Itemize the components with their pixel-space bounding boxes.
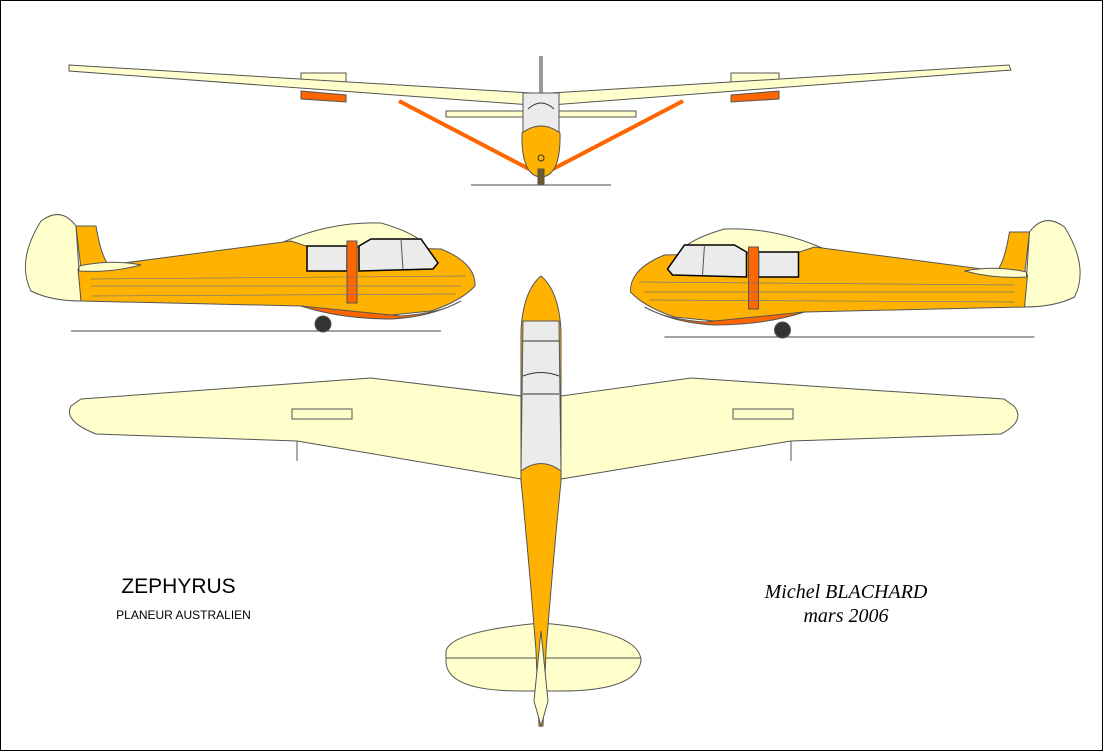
- side-view-right: [629, 219, 1081, 339]
- spoiler-right: [732, 408, 794, 420]
- flap-right: [730, 90, 780, 103]
- wing-left-top: [69, 377, 522, 480]
- skid: [537, 168, 545, 186]
- rudder-top: [533, 630, 549, 728]
- aircraft-name: ZEPHYRUS: [121, 575, 236, 598]
- rudder: [24, 214, 82, 302]
- stabilizer-side: [78, 261, 142, 272]
- top-view: [69, 275, 1019, 728]
- cockpit-rear-window: [306, 245, 348, 272]
- wing-right-top: [560, 377, 1019, 480]
- side-view-left: [24, 214, 476, 333]
- keel-side: [300, 300, 462, 320]
- spoiler-left: [291, 408, 353, 420]
- author-signature: Michel BLACHARD: [764, 581, 928, 603]
- wheel: [314, 315, 332, 333]
- strut-right: [552, 99, 684, 171]
- canopy-side: [358, 238, 439, 272]
- nose-front: [521, 125, 561, 178]
- aircraft-subtitle: PLANEUR AUSTRALIEN: [116, 608, 251, 622]
- flap-left: [300, 90, 347, 103]
- front-view: [68, 56, 1012, 186]
- canopy-top: [520, 320, 562, 473]
- strut-side: [346, 240, 358, 304]
- strut-left: [398, 99, 530, 171]
- drawing-date: mars 2006: [803, 605, 889, 627]
